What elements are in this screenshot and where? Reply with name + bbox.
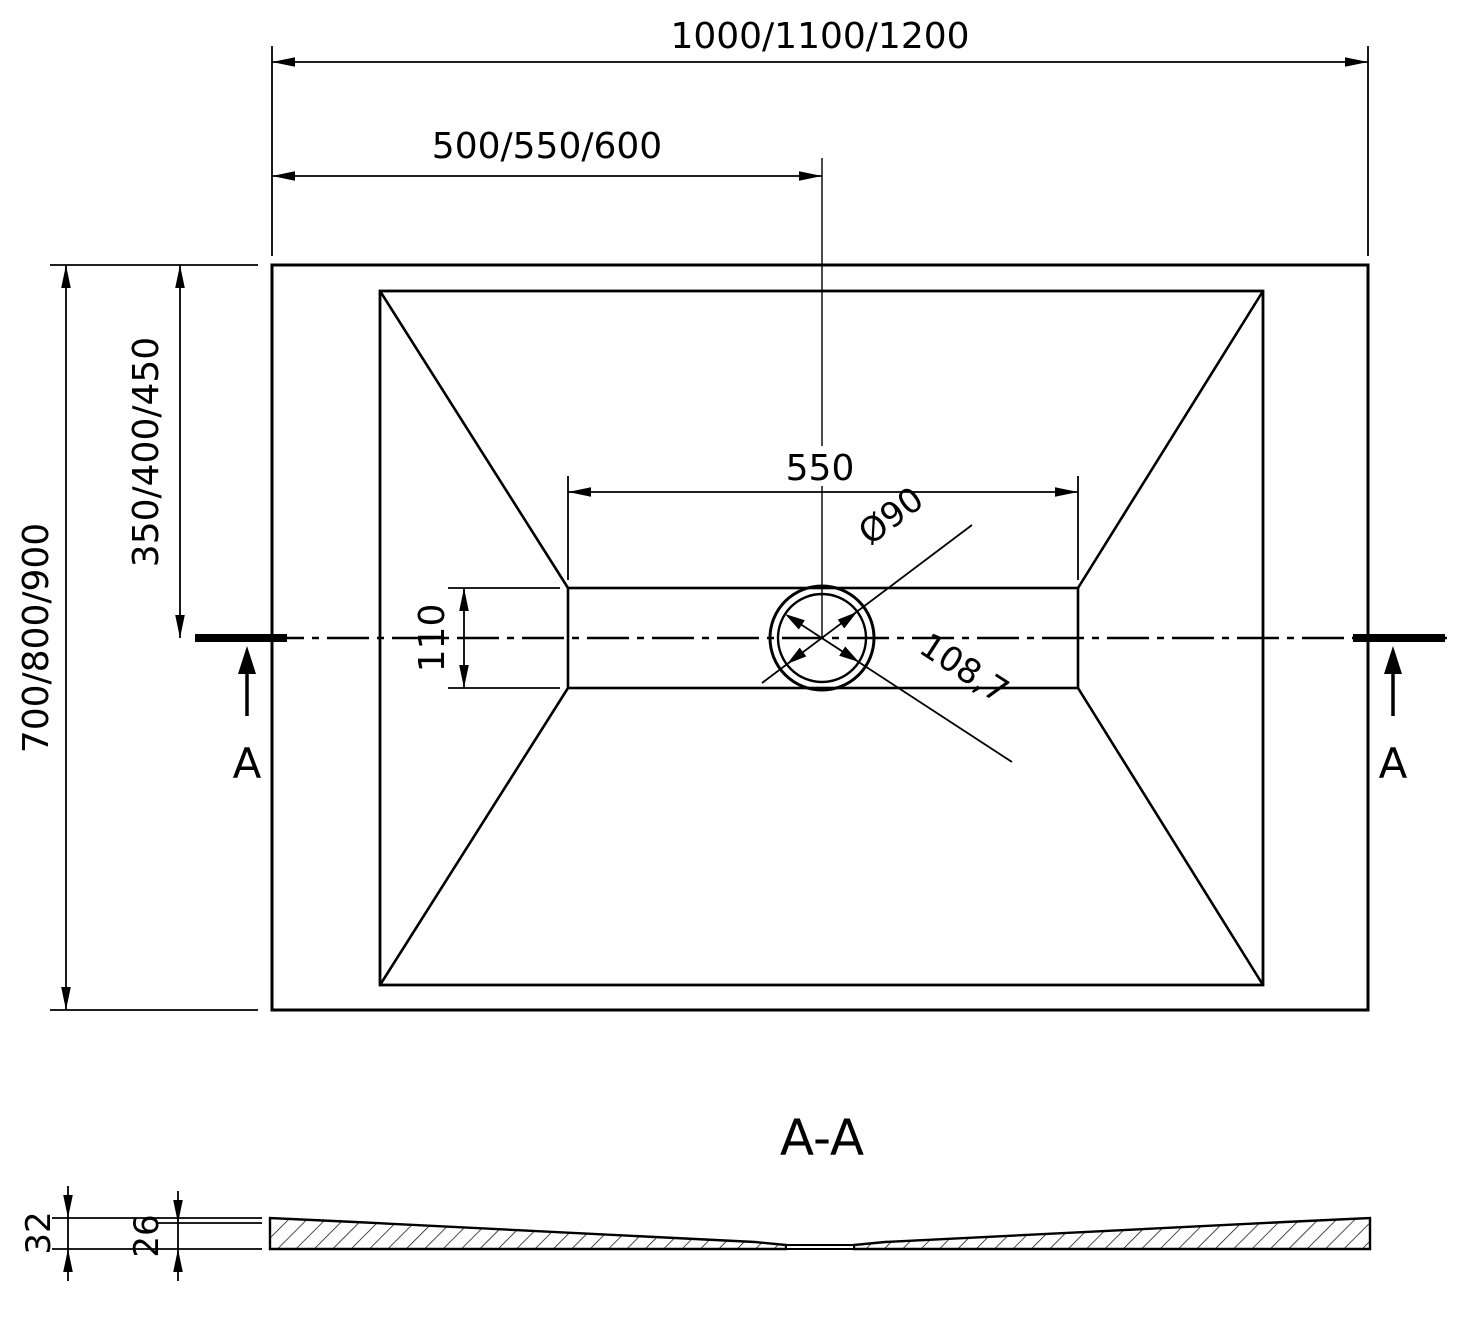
dim-flat-width-label: 550: [786, 448, 855, 489]
dim-channel-depth: [448, 587, 560, 689]
slope-diagonal-top-left: [378, 290, 570, 589]
slope-diagonal-bottom-right: [1076, 687, 1265, 986]
dim-half-width-label: 500/550/600: [432, 126, 662, 167]
section-letter-right: A: [1379, 739, 1408, 788]
section-arrow-right: [1384, 646, 1402, 716]
section-title: A-A: [780, 1109, 864, 1167]
diameter-arrow: [837, 612, 857, 629]
dim-overall-width: [271, 46, 1369, 256]
dim-base-thickness-label: 26: [127, 1214, 167, 1257]
dim-total-thickness: [52, 1186, 262, 1281]
label-mask: [780, 446, 862, 486]
diagonal-arrow: [785, 614, 805, 630]
dim-total-thickness-label: 32: [19, 1211, 59, 1254]
dim-half-width: [272, 158, 823, 638]
slope-diagonal-bottom-left: [378, 687, 570, 986]
dim-channel-depth-label: 110: [412, 604, 453, 673]
dim-flat-width: [567, 476, 1079, 580]
section-arrow-left: [238, 646, 256, 716]
dim-drain-diagonal: [785, 614, 1013, 763]
section-letter-left: A: [233, 739, 262, 788]
dimensions-top-view: 1000/1100/1200 500/550/600 700/800/900 3…: [16, 16, 1369, 1011]
diameter-arrow: [787, 647, 807, 664]
dim-overall-depth-label: 700/800/900: [16, 523, 57, 753]
diagonal-leader-line: [787, 615, 1013, 763]
dim-base-thickness: [158, 1191, 262, 1281]
slope-diagonal-top-right: [1076, 290, 1265, 589]
section-view: A-A 32 26: [19, 1109, 1372, 1281]
dim-drain-diameter: [761, 524, 973, 684]
dim-half-depth-label: 350/400/450: [126, 337, 167, 567]
diagonal-arrow: [839, 646, 859, 662]
drain-seat-recess: [785, 1244, 855, 1250]
dim-overall-width-label: 1000/1100/1200: [670, 16, 969, 57]
dim-overall-depth: [50, 264, 258, 1011]
